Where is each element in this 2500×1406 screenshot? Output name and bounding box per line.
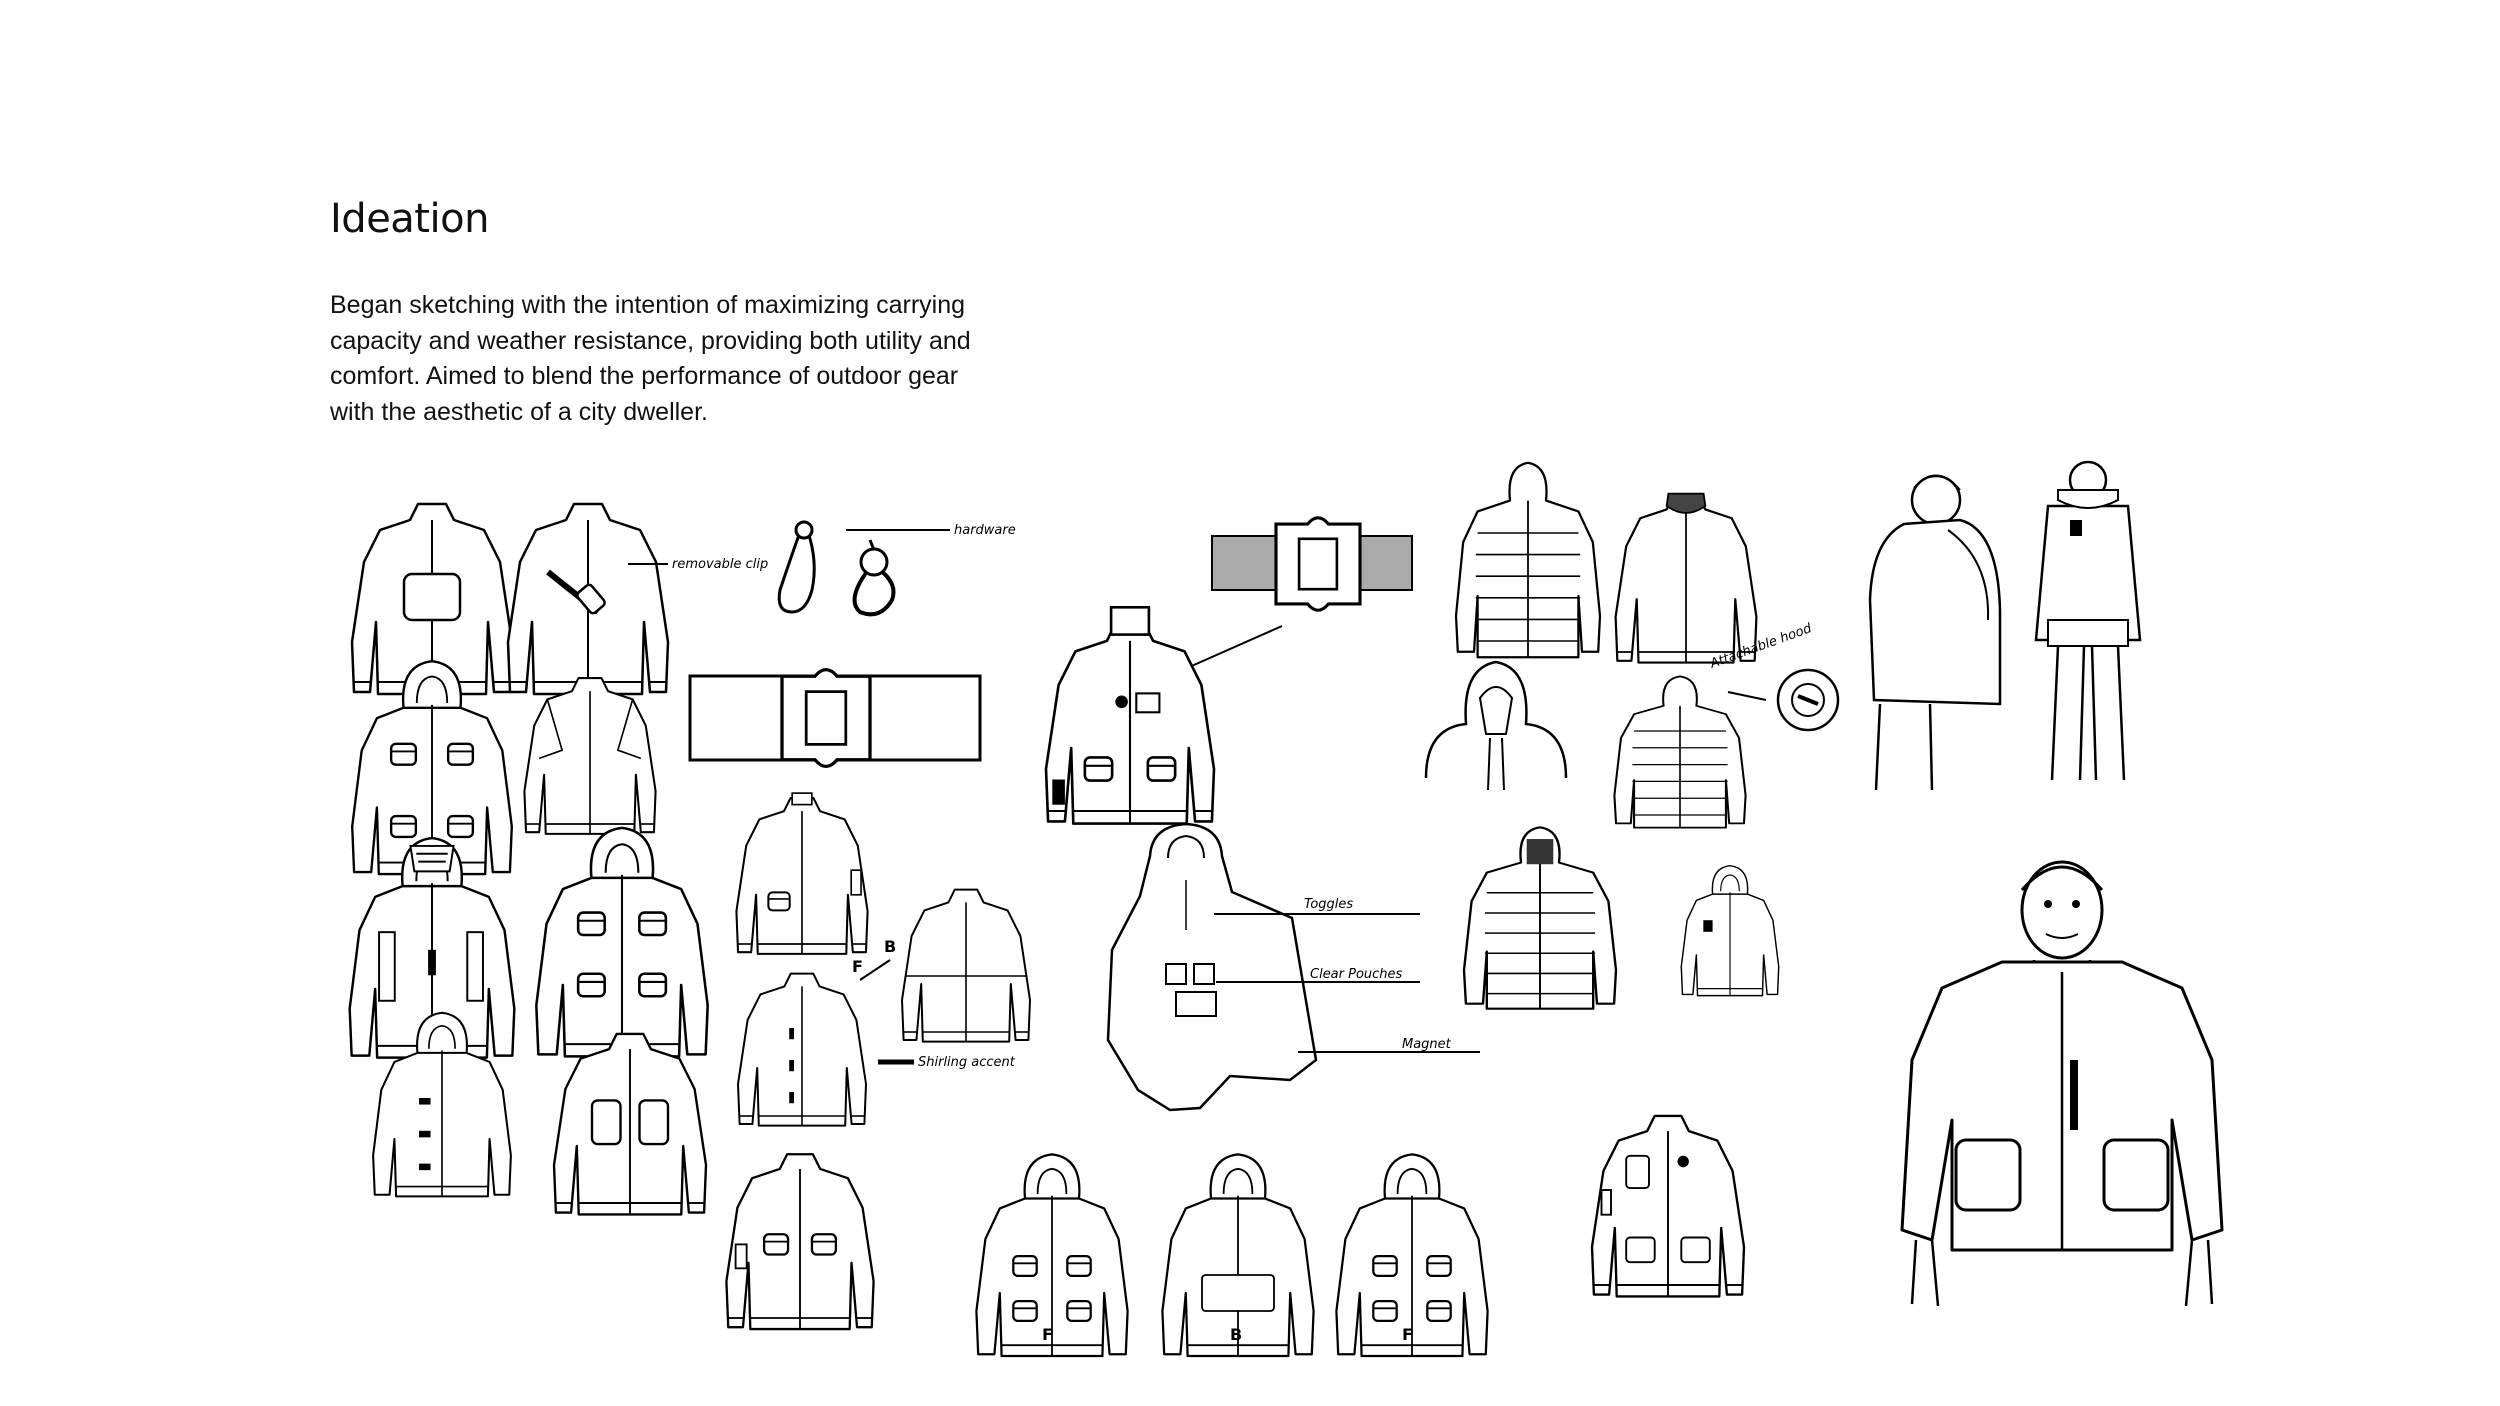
annotation-shirling-accent: Shirling accent bbox=[918, 1055, 1016, 1070]
sketch-zip-jacket bbox=[1590, 1114, 1746, 1298]
sketch-technical-shell bbox=[348, 836, 516, 1059]
sketch-hooded-utility-parka bbox=[535, 826, 709, 1058]
page-title: Ideation bbox=[330, 196, 489, 242]
annotation-toggles: Toggles bbox=[1304, 897, 1353, 912]
intro-line: with the aesthetic of a city dweller. bbox=[330, 397, 708, 426]
arrow-label-b: B bbox=[884, 937, 896, 956]
sketch-clip-pullover bbox=[506, 502, 670, 696]
sketch-bomber-jacket bbox=[735, 792, 869, 955]
intro-paragraph: Began sketching with the intention of ma… bbox=[330, 288, 1090, 430]
view-label-f: F bbox=[1402, 1325, 1413, 1344]
sketch-buckle-strap-gray bbox=[1211, 516, 1413, 612]
view-label-b: B bbox=[1230, 1325, 1242, 1344]
sketch-figure-side bbox=[1868, 474, 2002, 791]
sketch-shirling-jacket bbox=[736, 972, 868, 1127]
intro-line: Began sketching with the intention of ma… bbox=[330, 291, 966, 319]
sketch-shearling-collar-jacket bbox=[1614, 492, 1758, 664]
sketch-panel-jacket bbox=[523, 677, 657, 835]
sketch-hooded-back bbox=[1161, 1153, 1315, 1358]
intro-line: capacity and weather resistance, providi… bbox=[330, 326, 971, 355]
intro-line: comfort. Aimed to blend the performance … bbox=[330, 362, 959, 390]
sketch-hooded-shell bbox=[1680, 864, 1780, 997]
sketch-rolled-hood bbox=[1776, 668, 1840, 732]
sketch-rear-jacket bbox=[900, 888, 1032, 1043]
sketch-hardware-loops bbox=[777, 520, 896, 617]
sketch-buckle-strap-large bbox=[688, 667, 982, 769]
sketch-poncho bbox=[1106, 822, 1318, 1112]
arrow-label-f: F bbox=[852, 957, 863, 976]
annotation-hardware: hardware bbox=[954, 523, 1016, 538]
sketch-cropped-puffer bbox=[1613, 675, 1747, 829]
annotation-removable-clip: removable clip bbox=[672, 557, 768, 572]
sketch-hooded-puffer bbox=[1454, 461, 1602, 659]
sketch-pocket-bomber bbox=[725, 1153, 875, 1331]
sketch-hood-detail bbox=[1424, 660, 1568, 791]
view-label-f: F bbox=[1042, 1325, 1053, 1344]
annotation-magnet: Magnet bbox=[1402, 1037, 1452, 1052]
sketch-toggle-coat bbox=[372, 1011, 512, 1198]
sketch-chore-jacket bbox=[552, 1032, 708, 1216]
sketch-figure-front bbox=[2034, 460, 2142, 781]
sketch-figure-hero bbox=[1900, 860, 2224, 1307]
sketch-funnel-jacket bbox=[1044, 605, 1216, 825]
sketch-quilted-puffer bbox=[1462, 826, 1618, 1010]
annotation-clear-pouches: Clear Pouches bbox=[1310, 967, 1403, 982]
